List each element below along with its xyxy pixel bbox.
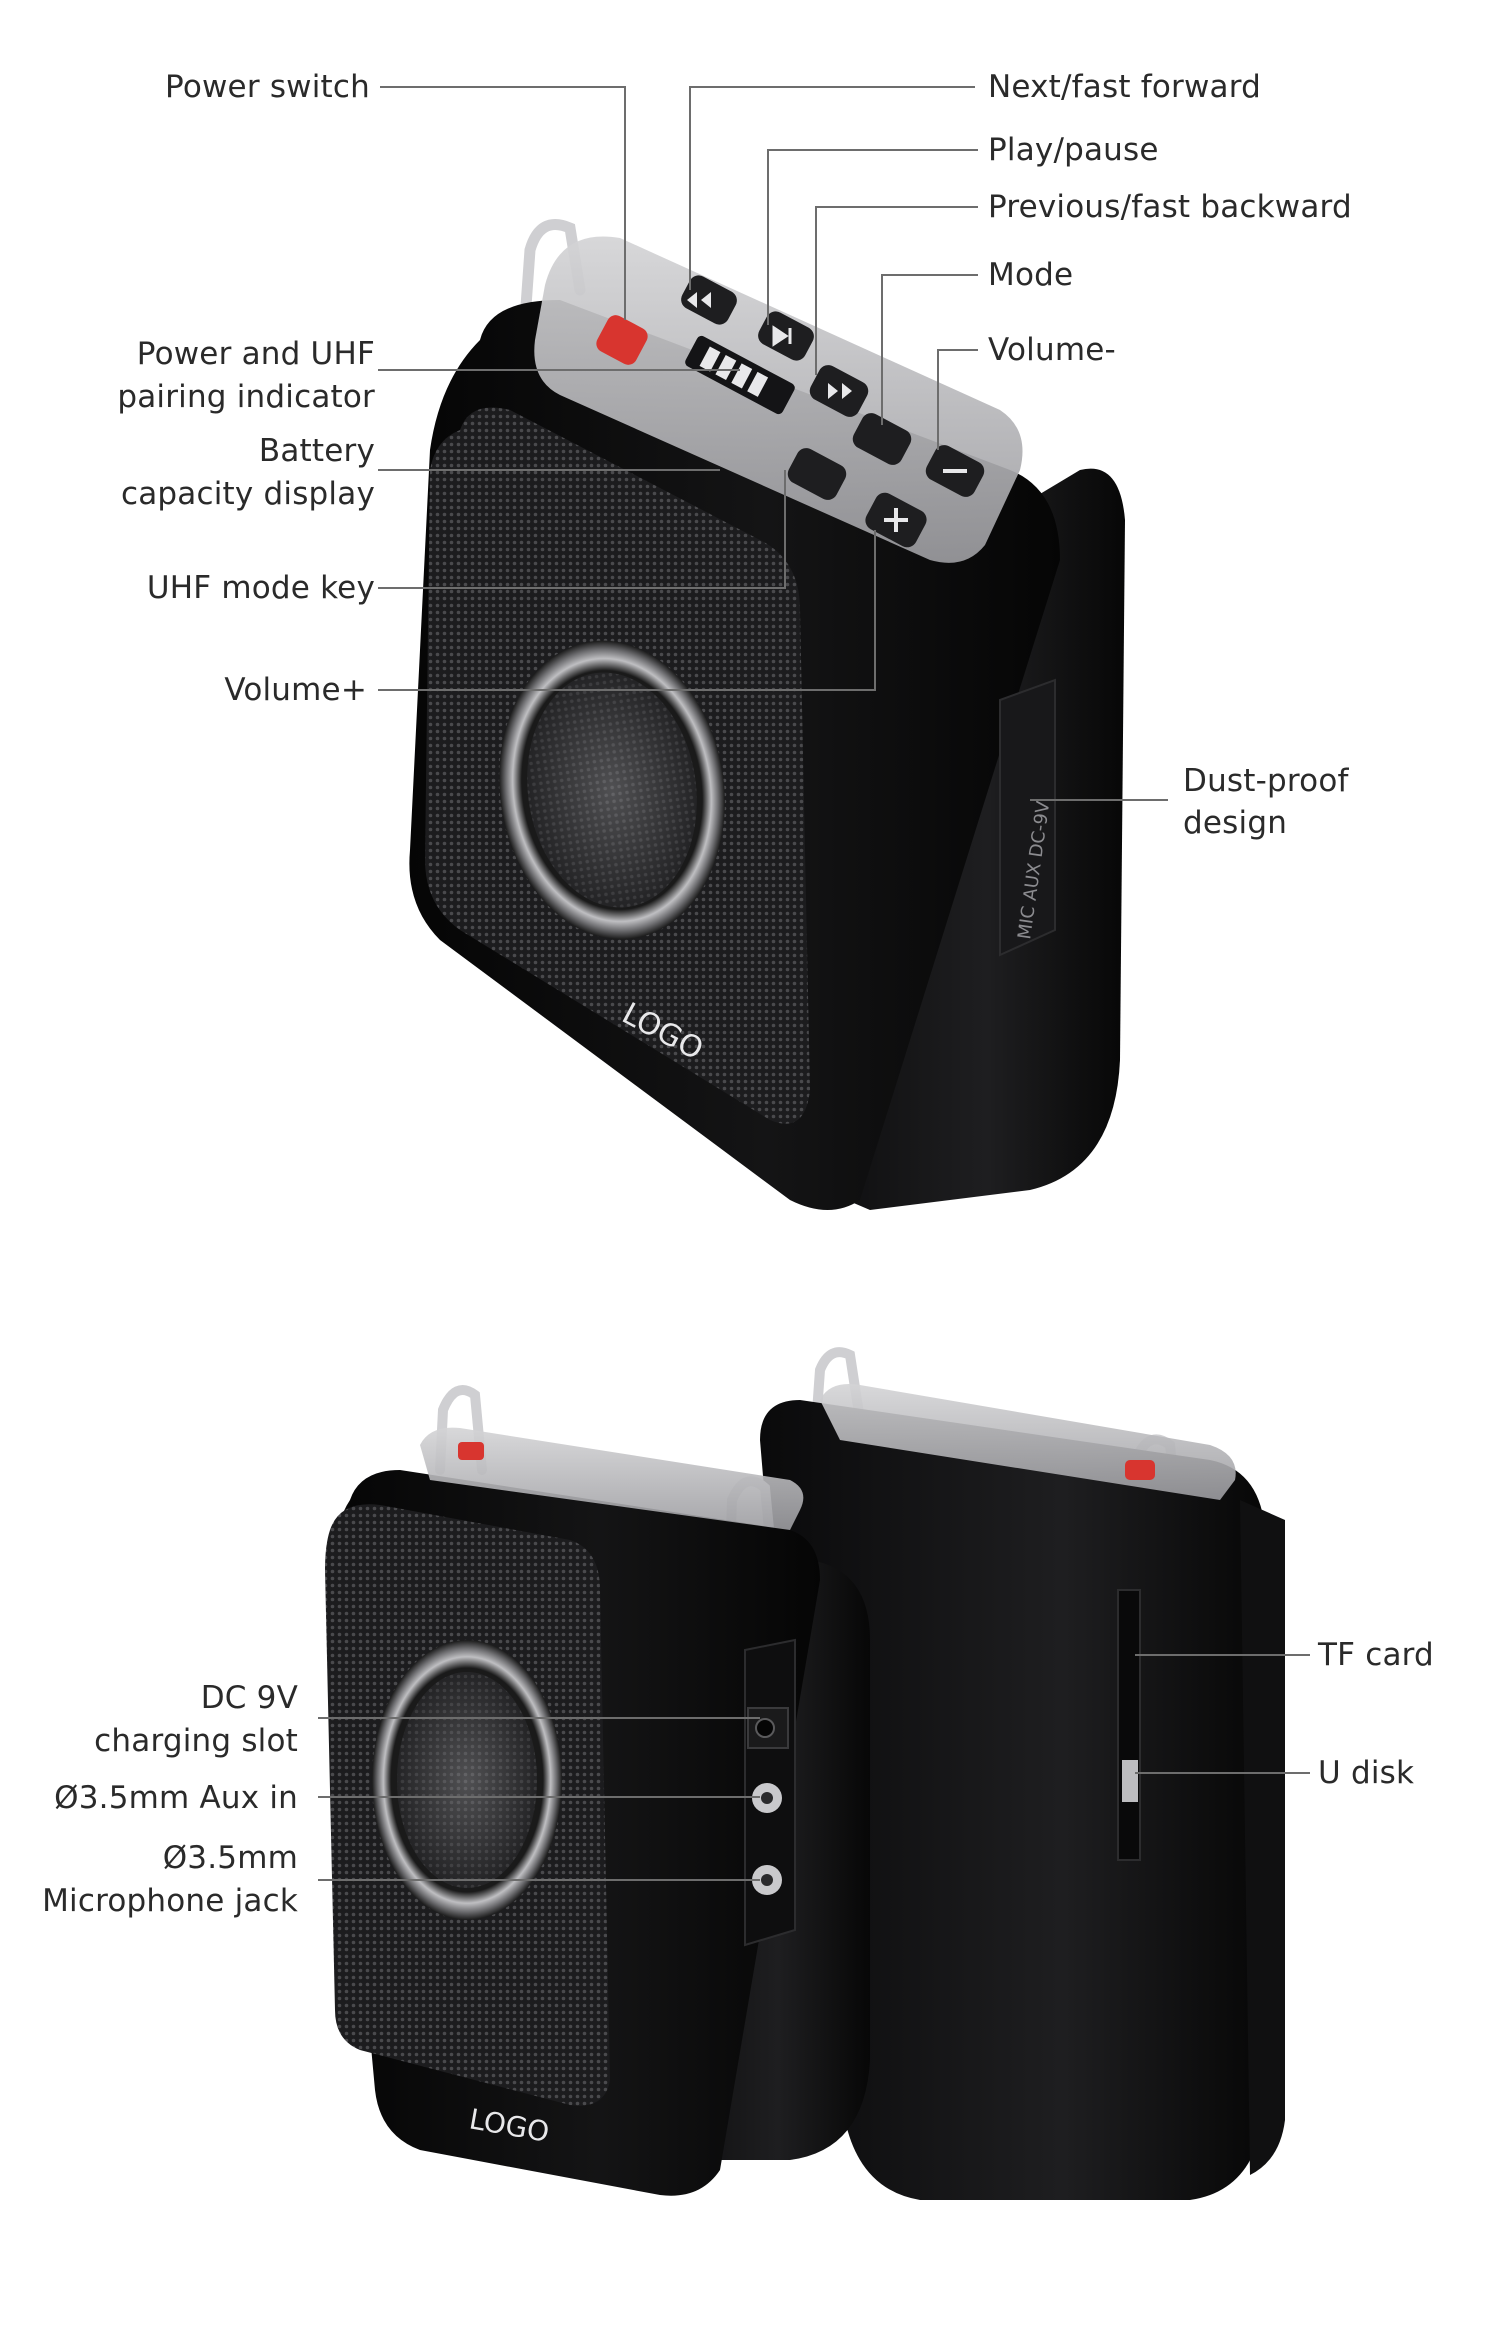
label-dc-line2: charging slot bbox=[94, 1723, 298, 1759]
label-u-disk: U disk bbox=[1318, 1755, 1415, 1791]
label-previous-fast-backward: Previous/fast backward bbox=[988, 189, 1352, 225]
label-next-fast-forward: Next/fast forward bbox=[988, 69, 1261, 105]
line-volume-plus bbox=[378, 530, 876, 691]
label-volume-plus: Volume+ bbox=[224, 672, 367, 708]
label-volume-minus: Volume- bbox=[988, 332, 1116, 368]
label-aux-in: Ø3.5mm Aux in bbox=[54, 1780, 298, 1816]
speaker-top: MIC AUX DC-9V LOGO bbox=[409, 219, 1125, 1211]
line-previous bbox=[815, 206, 978, 375]
label-battery-line1: Battery bbox=[258, 433, 375, 469]
label-mic-line2: Microphone jack bbox=[42, 1883, 298, 1919]
label-power-uhf-line2: pairing indicator bbox=[117, 379, 375, 415]
speaker-front: LOGO bbox=[325, 1385, 870, 2196]
label-power-uhf-line1: Power and UHF bbox=[136, 336, 375, 372]
label-dust-proof-line2: design bbox=[1183, 805, 1288, 841]
line-next bbox=[689, 86, 975, 290]
label-power-switch: Power switch bbox=[165, 69, 370, 105]
line-play-pause bbox=[767, 149, 978, 325]
line-mode bbox=[881, 274, 978, 425]
label-dust-proof-line1: Dust-proof bbox=[1183, 763, 1349, 799]
label-dc-line1: DC 9V bbox=[200, 1680, 298, 1716]
label-battery-line2: capacity display bbox=[120, 476, 375, 512]
label-tf-card: TF card bbox=[1318, 1637, 1434, 1673]
label-mic-line1: Ø3.5mm bbox=[162, 1840, 298, 1876]
speaker-rear bbox=[760, 1347, 1285, 2200]
label-uhf-mode-key: UHF mode key bbox=[146, 570, 375, 606]
line-volume-minus bbox=[937, 349, 978, 450]
label-play-pause: Play/pause bbox=[988, 132, 1159, 168]
label-mode: Mode bbox=[988, 257, 1074, 293]
line-power-switch bbox=[380, 86, 626, 320]
top-panel-keys bbox=[596, 275, 985, 548]
line-uhf-key bbox=[378, 470, 786, 589]
